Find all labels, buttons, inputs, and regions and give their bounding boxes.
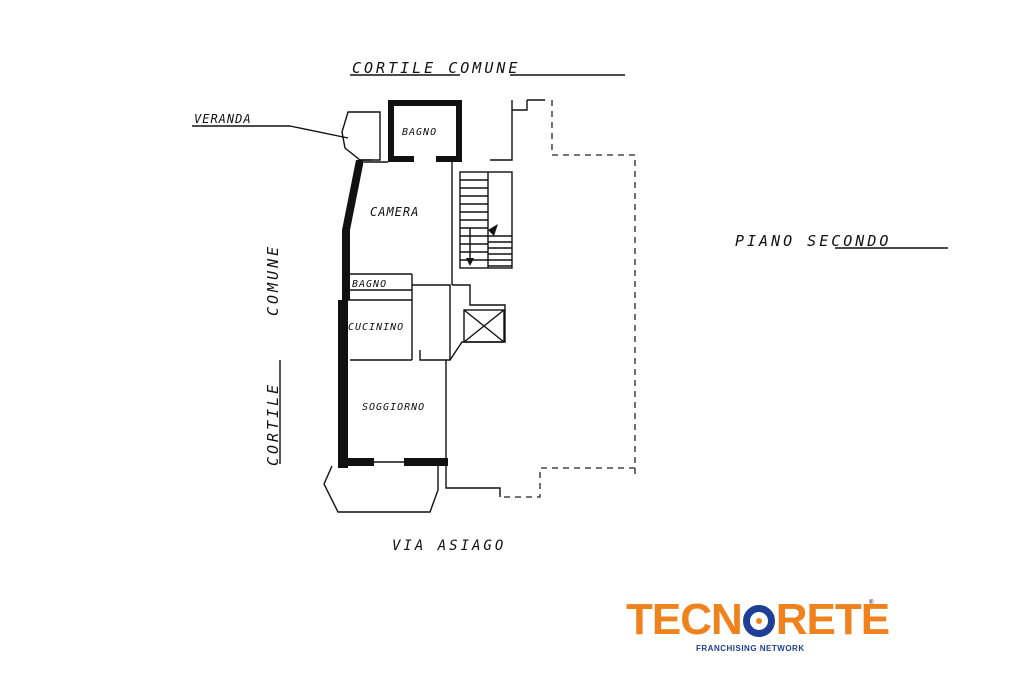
tecnorete-logo: TECN RETE ® FRANCHISING NETWORK	[626, 595, 890, 658]
label-bagno-small: BAGNO	[352, 279, 387, 290]
elevator-shaft	[463, 309, 505, 343]
logo-text-tecn: TECN	[626, 595, 743, 644]
balcony-outline	[323, 465, 439, 513]
label-piano-secondo: PIANO SECONDO	[735, 232, 891, 250]
logo-o-icon	[742, 605, 775, 637]
label-bagno-top: BAGNO	[402, 127, 437, 138]
veranda-outline	[341, 111, 381, 161]
staircase	[459, 171, 513, 269]
logo-trademark: ®	[869, 600, 874, 606]
main-left-wall	[342, 160, 364, 300]
label-cortile-left: CORTILE	[264, 382, 282, 466]
label-via-asiago: VIA ASIAGO	[392, 538, 506, 554]
logo-tagline: FRANCHISING NETWORK	[696, 644, 805, 653]
logo-text-rete: RETE	[775, 595, 890, 644]
label-comune-left: COMUNE	[264, 244, 282, 316]
label-veranda: VERANDA	[194, 112, 252, 126]
label-cucinino: CUCININO	[348, 322, 404, 333]
label-cortile-comune-top: CORTILE COMUNE	[352, 59, 520, 77]
common-area-outline	[500, 154, 636, 498]
label-soggiorno: SOGGIORNO	[362, 402, 425, 413]
label-camera: CAMERA	[370, 205, 419, 219]
